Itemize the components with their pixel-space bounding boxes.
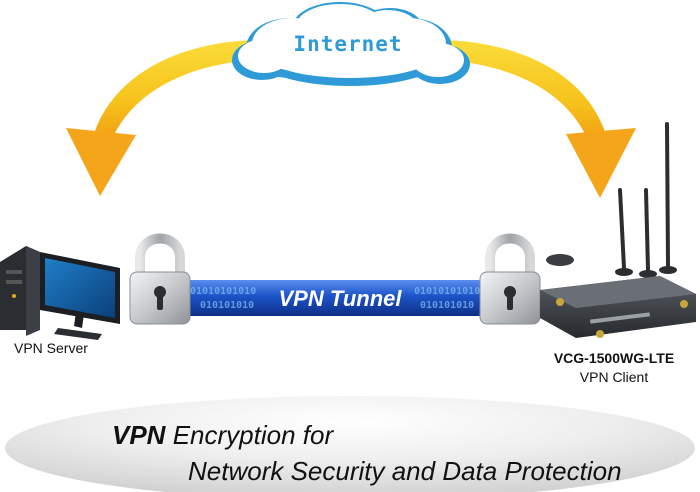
left-padlock-icon [129, 233, 191, 325]
tunnel-binary-bottom-right: 010101010 [420, 300, 474, 311]
internet-cloud: Internet [232, 2, 470, 86]
cloud-label: Internet [293, 32, 402, 56]
headline-line-2: Network Security and Data Protection [188, 456, 622, 486]
tunnel-binary-top-left: 01010101010 [190, 286, 256, 297]
tunnel-label: VPN Tunnel [278, 286, 402, 311]
headline-line-1: VPN Encryption for [112, 420, 333, 451]
headline-emphasis: VPN [112, 420, 166, 450]
router-model-label: VCG-1500WG-LTE [553, 350, 675, 366]
headline-line-1-rest: Encryption for [165, 420, 334, 450]
right-padlock-icon [479, 233, 541, 325]
server-caption: VPN Server [14, 340, 88, 356]
vpn-tunnel: 01010101010 010101010 01010101010 010101… [176, 280, 516, 316]
vpn-client-router-icon [540, 122, 696, 338]
router-role-label: VPN Client [579, 369, 649, 385]
tunnel-binary-bottom-left: 010101010 [200, 300, 254, 311]
tunnel-binary-top-right: 01010101010 [414, 286, 480, 297]
vpn-server-icon [0, 246, 120, 340]
floor-ellipse [5, 396, 695, 492]
